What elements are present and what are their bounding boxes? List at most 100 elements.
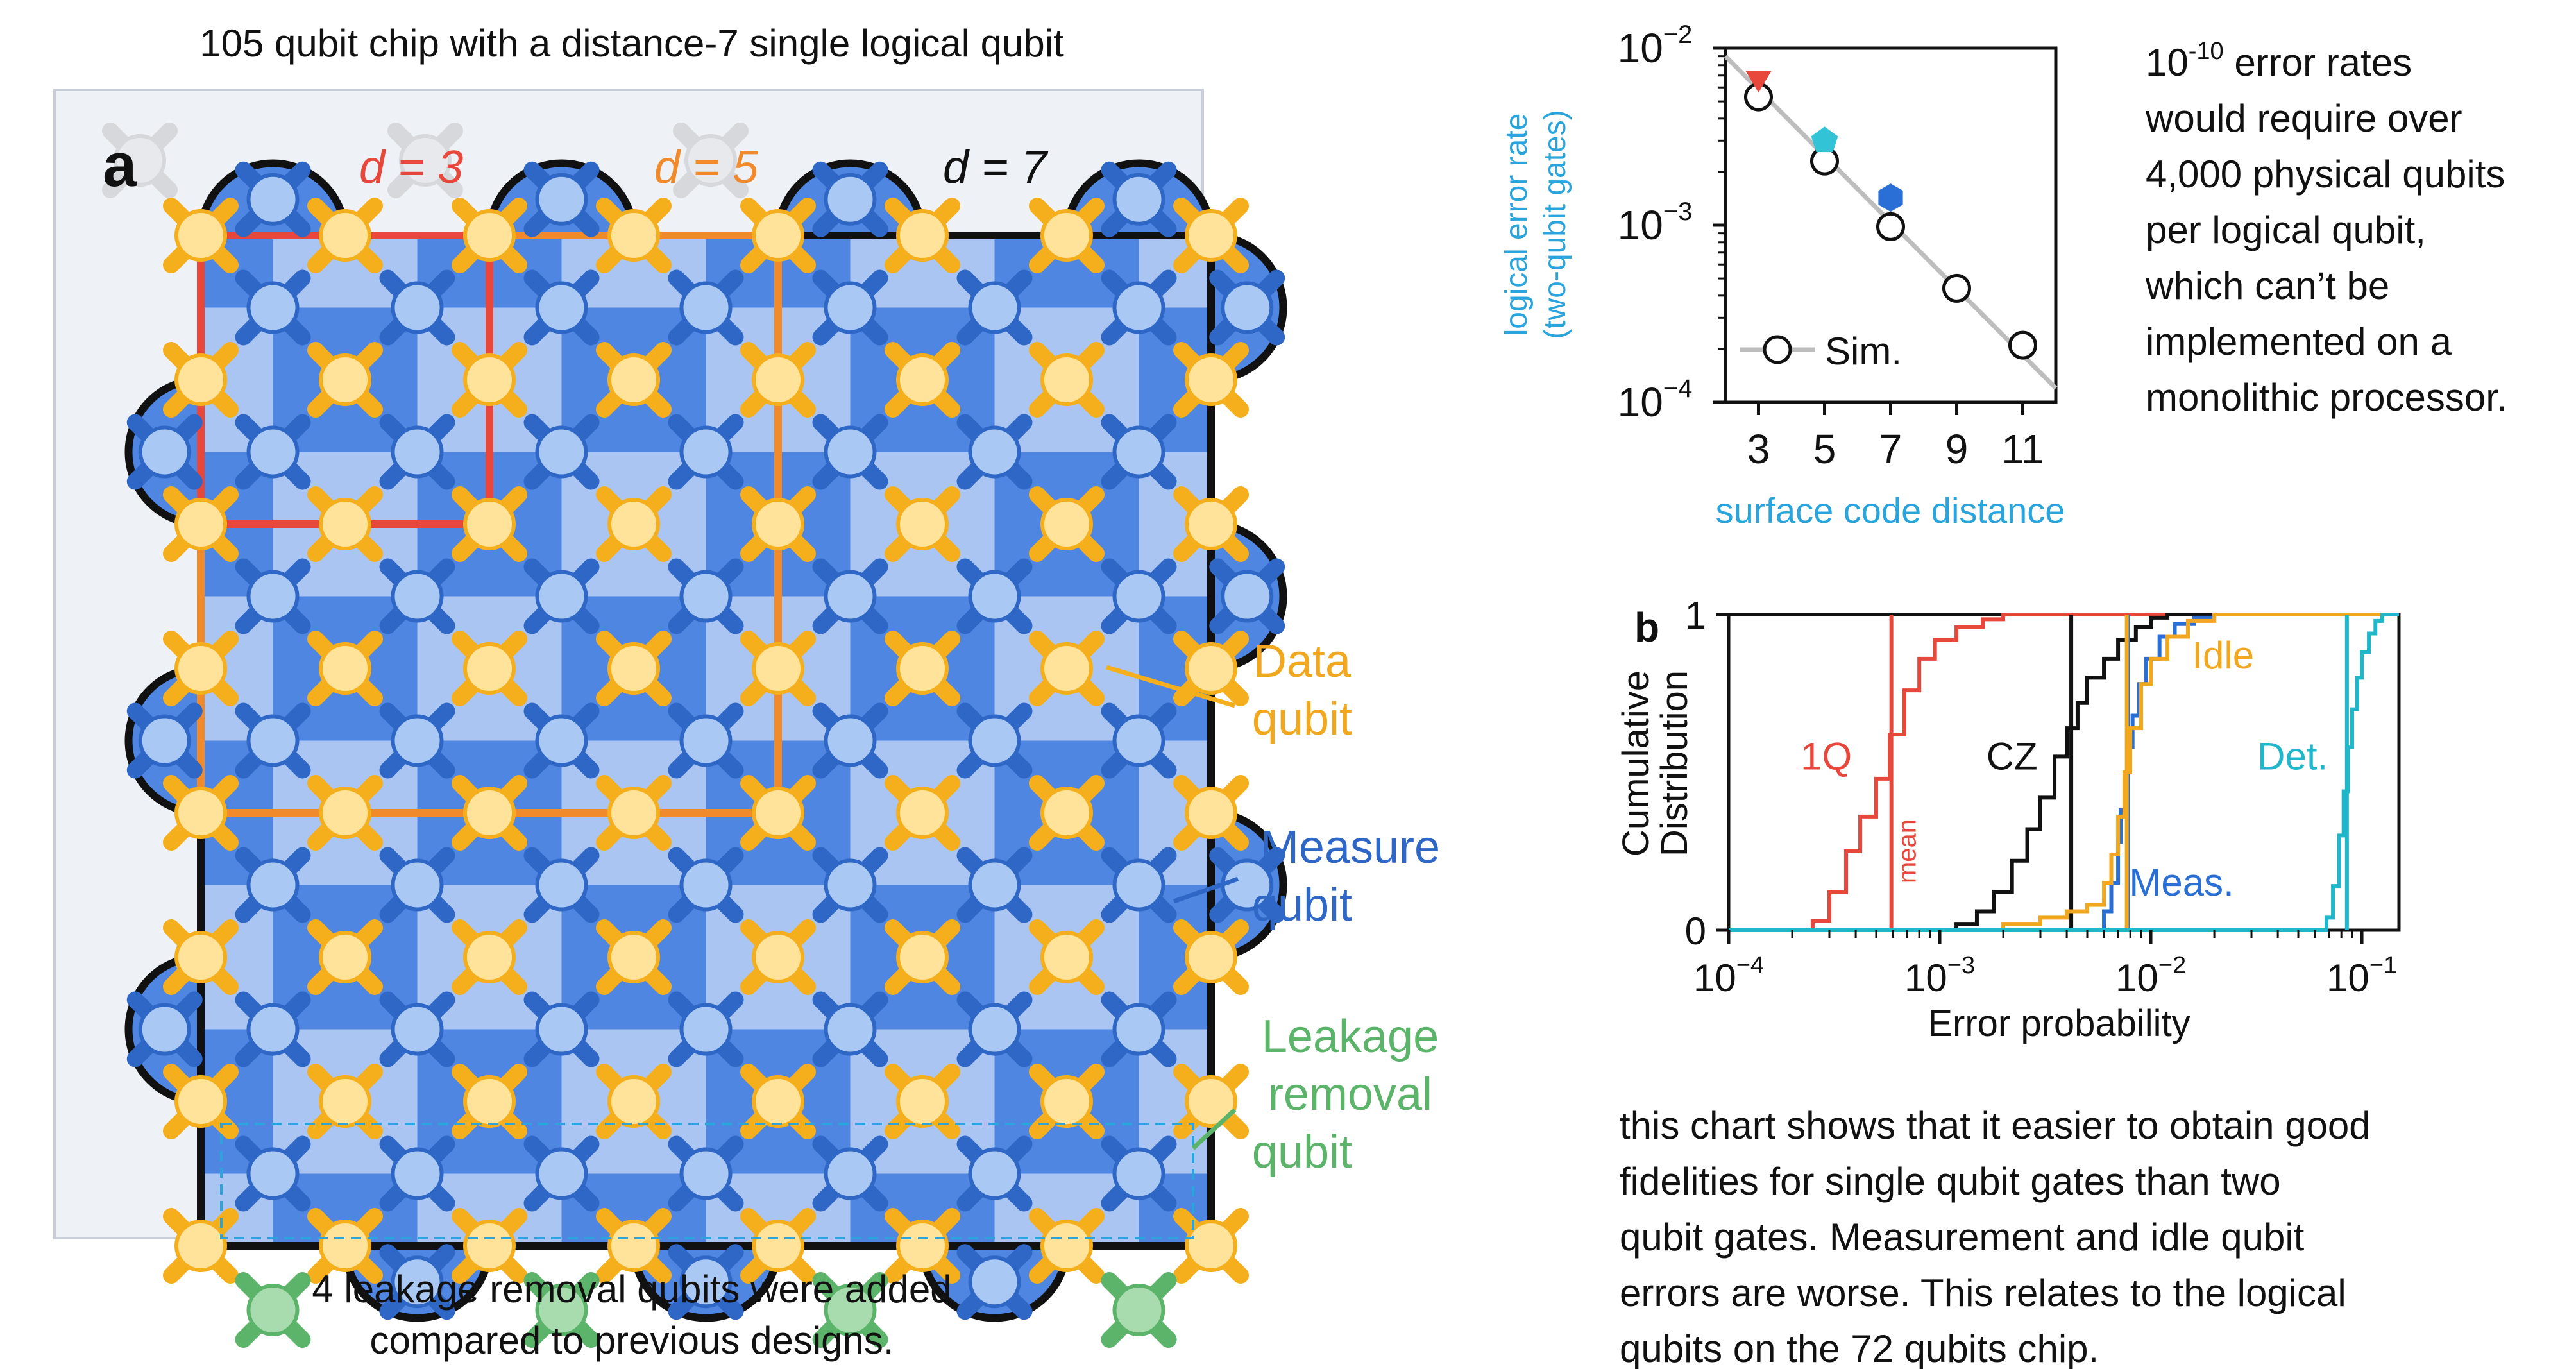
leakage-qubit-box bbox=[220, 1123, 1194, 1239]
measure-qubit bbox=[1101, 414, 1177, 490]
chart2-ytick-label: 1 bbox=[1685, 594, 1706, 637]
data-qubit bbox=[1029, 198, 1105, 273]
data-qubit bbox=[596, 486, 672, 562]
d7-label: d = 7 bbox=[943, 142, 1049, 193]
data-qubit bbox=[163, 919, 239, 995]
measure-qubit bbox=[668, 1244, 744, 1320]
measure-qubit bbox=[956, 414, 1033, 490]
data-qubit bbox=[307, 1208, 383, 1284]
cdf-curve bbox=[1729, 613, 2399, 932]
measure-qubit bbox=[1101, 847, 1177, 923]
data-qubit bbox=[163, 775, 239, 851]
chart2-ylabel-2: Distribution bbox=[1654, 670, 1695, 856]
data-qubit bbox=[163, 342, 239, 418]
data-qubit bbox=[1173, 198, 1249, 273]
data-qubit bbox=[452, 1064, 527, 1139]
inactive-qubit bbox=[387, 123, 463, 198]
data-qubit bbox=[740, 775, 816, 851]
data-qubit bbox=[1029, 342, 1105, 418]
data-qubit bbox=[1029, 919, 1105, 995]
chart2-xtick-label: 10−3 bbox=[1904, 952, 1975, 999]
data-qubit bbox=[307, 631, 383, 706]
measure-qubit bbox=[956, 558, 1033, 634]
measure-qubit bbox=[523, 161, 600, 237]
measure-qubit bbox=[126, 702, 203, 779]
measure-qubit bbox=[668, 991, 744, 1067]
experiment-point-d5 bbox=[1811, 126, 1838, 153]
d3-label: d = 3 bbox=[359, 142, 463, 193]
mean-label: mean bbox=[1894, 819, 1922, 883]
data-qubit-label-1: Data bbox=[1253, 636, 1352, 687]
cdf-curve bbox=[1729, 613, 2399, 932]
measure-qubit bbox=[379, 558, 455, 634]
sim-point bbox=[1876, 212, 1905, 241]
data-qubit bbox=[740, 486, 816, 562]
data-qubit bbox=[596, 919, 672, 995]
data-qubit bbox=[1173, 342, 1249, 418]
cdf-curve bbox=[1729, 613, 2399, 932]
cdf-note-line-5: qubits on the 72 qubits chip. bbox=[1620, 1327, 2099, 1369]
measure-qubit bbox=[379, 1244, 455, 1320]
measure-qubit bbox=[668, 414, 744, 490]
sim-point bbox=[2008, 330, 2037, 360]
measure-qubit bbox=[956, 1135, 1033, 1212]
note-line-2: would require over bbox=[2145, 97, 2462, 140]
leakage-qubit-label-3: qubit bbox=[1252, 1127, 1352, 1178]
measure-qubit bbox=[1101, 991, 1177, 1067]
measure-qubit bbox=[379, 847, 455, 923]
series-label: 1Q bbox=[1801, 735, 1852, 778]
note-line-4: per logical qubit, bbox=[2146, 208, 2426, 251]
chart2-xtick-label: 10−2 bbox=[2115, 952, 2186, 999]
data-qubit bbox=[885, 631, 960, 706]
measure-qubit-label-2: qubit bbox=[1252, 880, 1352, 931]
leakage-qubit-label-1: Leakage bbox=[1262, 1011, 1439, 1062]
data-qubit bbox=[452, 1208, 527, 1284]
chart1-xtick-label: 9 bbox=[1945, 426, 1969, 472]
data-qubit bbox=[1029, 486, 1105, 562]
measure-qubit bbox=[235, 269, 311, 346]
chart2-xlabel: Error probability bbox=[1928, 1003, 2190, 1044]
measure-qubit bbox=[235, 991, 311, 1067]
measure-qubit bbox=[812, 702, 888, 779]
leakage-qubit bbox=[812, 1272, 888, 1348]
note-line-5: which can’t be bbox=[2145, 264, 2389, 307]
panel-a-letter: a bbox=[103, 131, 137, 200]
cdf-note-line-3: qubit gates. Measurement and idle qubit bbox=[1620, 1216, 2305, 1259]
chart1-ylabel-1: logical error rate bbox=[1500, 114, 1534, 336]
measure-qubit bbox=[523, 269, 600, 346]
measure-qubit-pointer bbox=[1173, 876, 1239, 904]
chart1-xtick-label: 3 bbox=[1747, 426, 1770, 472]
chart1-xtick-label: 11 bbox=[2001, 426, 2044, 472]
cdf-note: this chart shows that it easier to obtai… bbox=[1620, 1104, 2371, 1369]
measure-qubit bbox=[126, 414, 203, 490]
data-qubit bbox=[307, 198, 383, 273]
data-qubit bbox=[740, 342, 816, 418]
chart2-ylabel-1: Cumulative bbox=[1615, 670, 1657, 856]
measure-qubit bbox=[956, 991, 1033, 1067]
leakage-qubit-label-2: removal bbox=[1268, 1069, 1432, 1120]
panel-b-letter: b bbox=[1634, 604, 1659, 650]
data-qubit bbox=[452, 775, 527, 851]
data-qubit bbox=[452, 198, 527, 273]
data-qubit bbox=[163, 198, 239, 273]
measure-qubit bbox=[235, 702, 311, 779]
chart1-ytick-label: 10−2 bbox=[1618, 21, 1693, 71]
chart1-ytick-label: 10−4 bbox=[1618, 375, 1693, 425]
data-qubit bbox=[452, 486, 527, 562]
measure-qubit bbox=[235, 1135, 311, 1212]
data-qubit bbox=[596, 1208, 672, 1284]
measure-qubit bbox=[235, 558, 311, 634]
data-qubit bbox=[307, 342, 383, 418]
data-qubit bbox=[596, 198, 672, 273]
legend-sim-marker bbox=[1763, 335, 1792, 364]
measure-qubit bbox=[668, 847, 744, 923]
measure-qubit bbox=[668, 269, 744, 346]
measure-qubit bbox=[812, 991, 888, 1067]
measure-qubit bbox=[668, 702, 744, 779]
panel-a-bottom-caption-2: compared to previous designs. bbox=[369, 1319, 894, 1362]
data-qubit bbox=[885, 198, 960, 273]
data-qubit bbox=[1173, 631, 1249, 706]
measure-qubit bbox=[523, 1135, 600, 1212]
